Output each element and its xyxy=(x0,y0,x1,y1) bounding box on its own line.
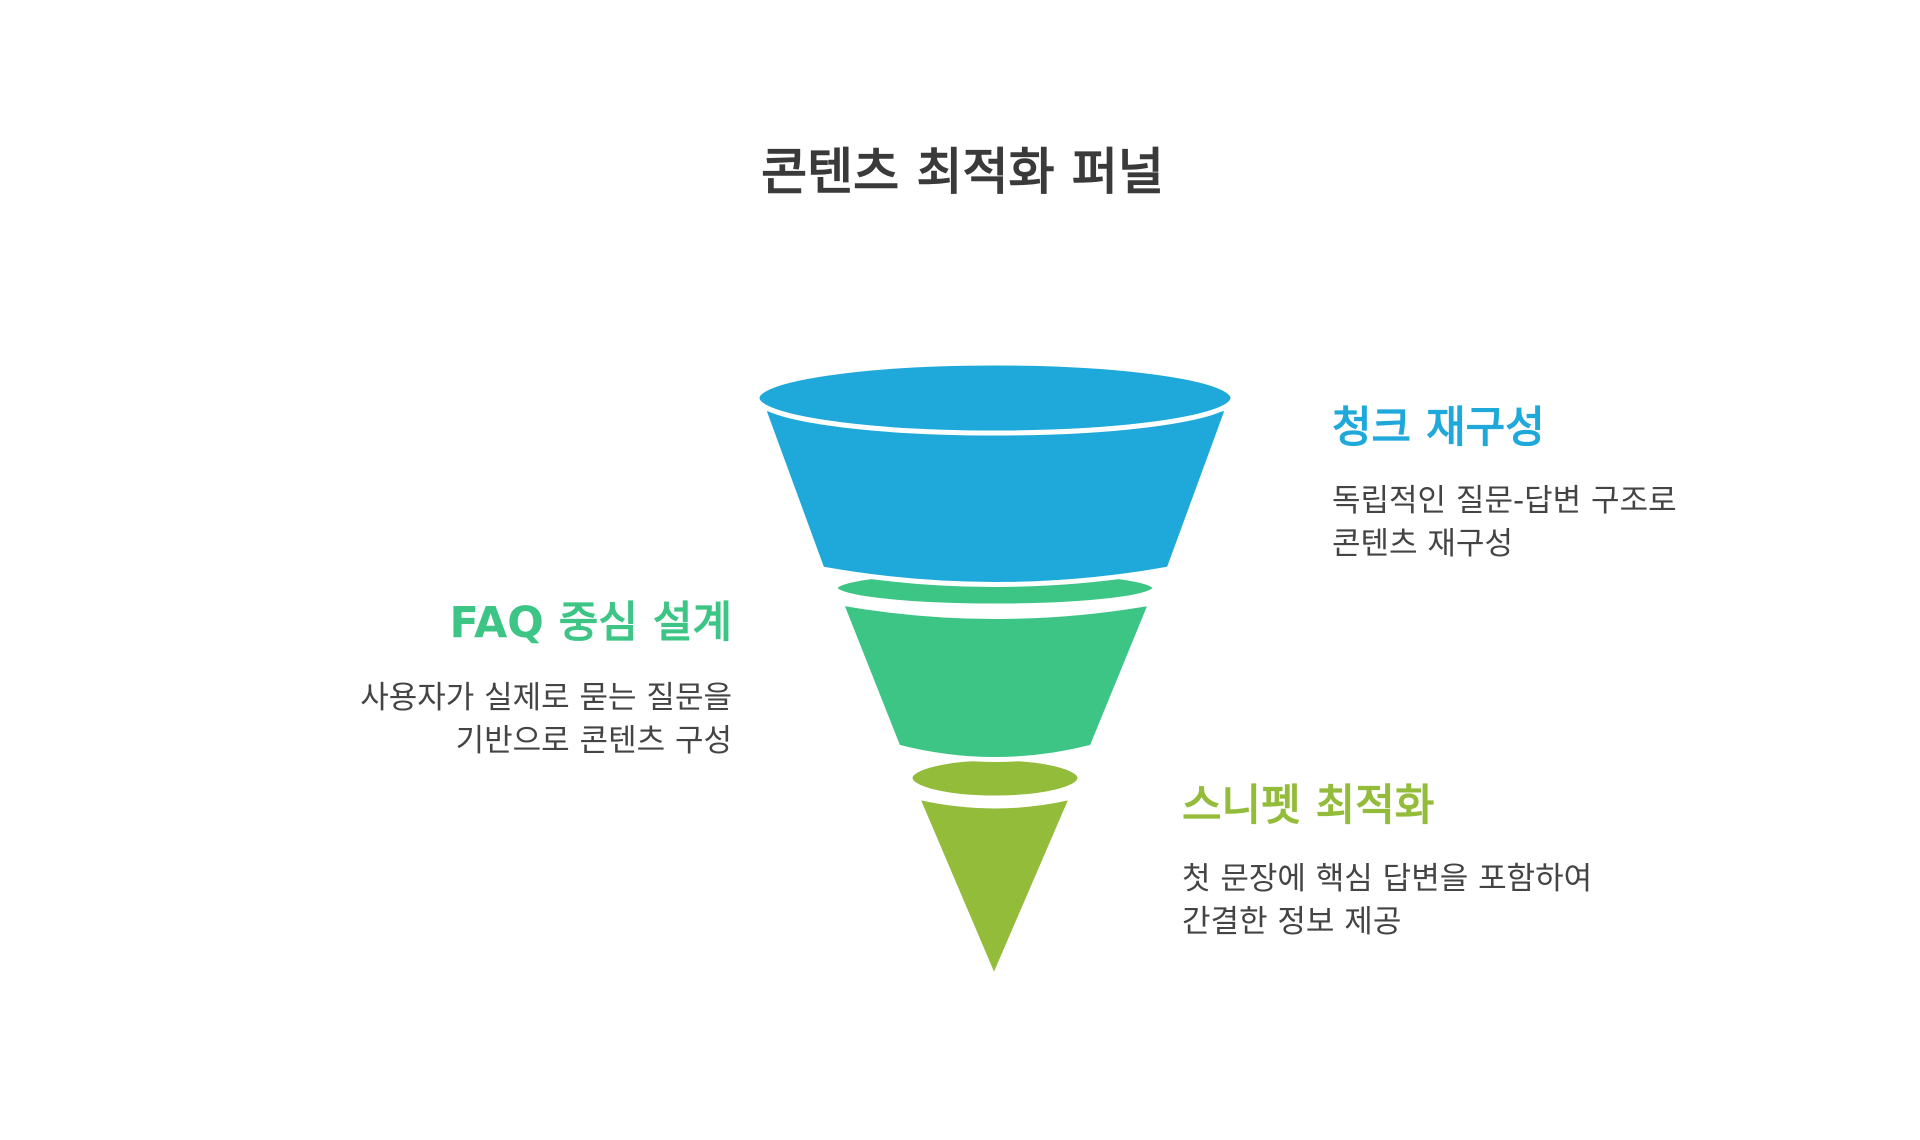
funnel-stage-3-ring xyxy=(907,755,1083,801)
stage-2-desc-line: 사용자가 실제로 묻는 질문을 xyxy=(360,680,732,716)
funnel-stage-1-top xyxy=(754,360,1236,436)
stage-2-description: 사용자가 실제로 묻는 질문을 기반으로 콘텐츠 구성 xyxy=(360,677,732,763)
diagram-title: 콘텐츠 최적화 퍼널 xyxy=(761,143,1164,201)
stage-3-description: 첫 문장에 핵심 답변을 포함하여 간결한 정보 제공 xyxy=(1182,858,1592,944)
stage-1-description: 독립적인 질문-답변 구조로 콘텐츠 재구성 xyxy=(1332,480,1677,566)
stage-3-title: 스니펫 최적화 xyxy=(1182,781,1435,831)
stage-1-desc-line: 독립적인 질문-답변 구조로 xyxy=(1332,483,1677,519)
stage-3-desc-line: 첫 문장에 핵심 답변을 포함하여 xyxy=(1182,861,1593,897)
funnel-stage-2-body xyxy=(837,599,1156,762)
stage-1-title: 청크 재구성 xyxy=(1332,403,1545,453)
stage-2-title: FAQ 중심 설계 xyxy=(449,598,732,648)
funnel-stage-3-cone xyxy=(912,793,1077,985)
stage-3-desc-line: 간결한 정보 제공 xyxy=(1182,904,1402,940)
stage-1-desc-line: 콘텐츠 재구성 xyxy=(1332,526,1513,562)
stage-2-desc-line: 기반으로 콘텐츠 구성 xyxy=(455,723,732,759)
